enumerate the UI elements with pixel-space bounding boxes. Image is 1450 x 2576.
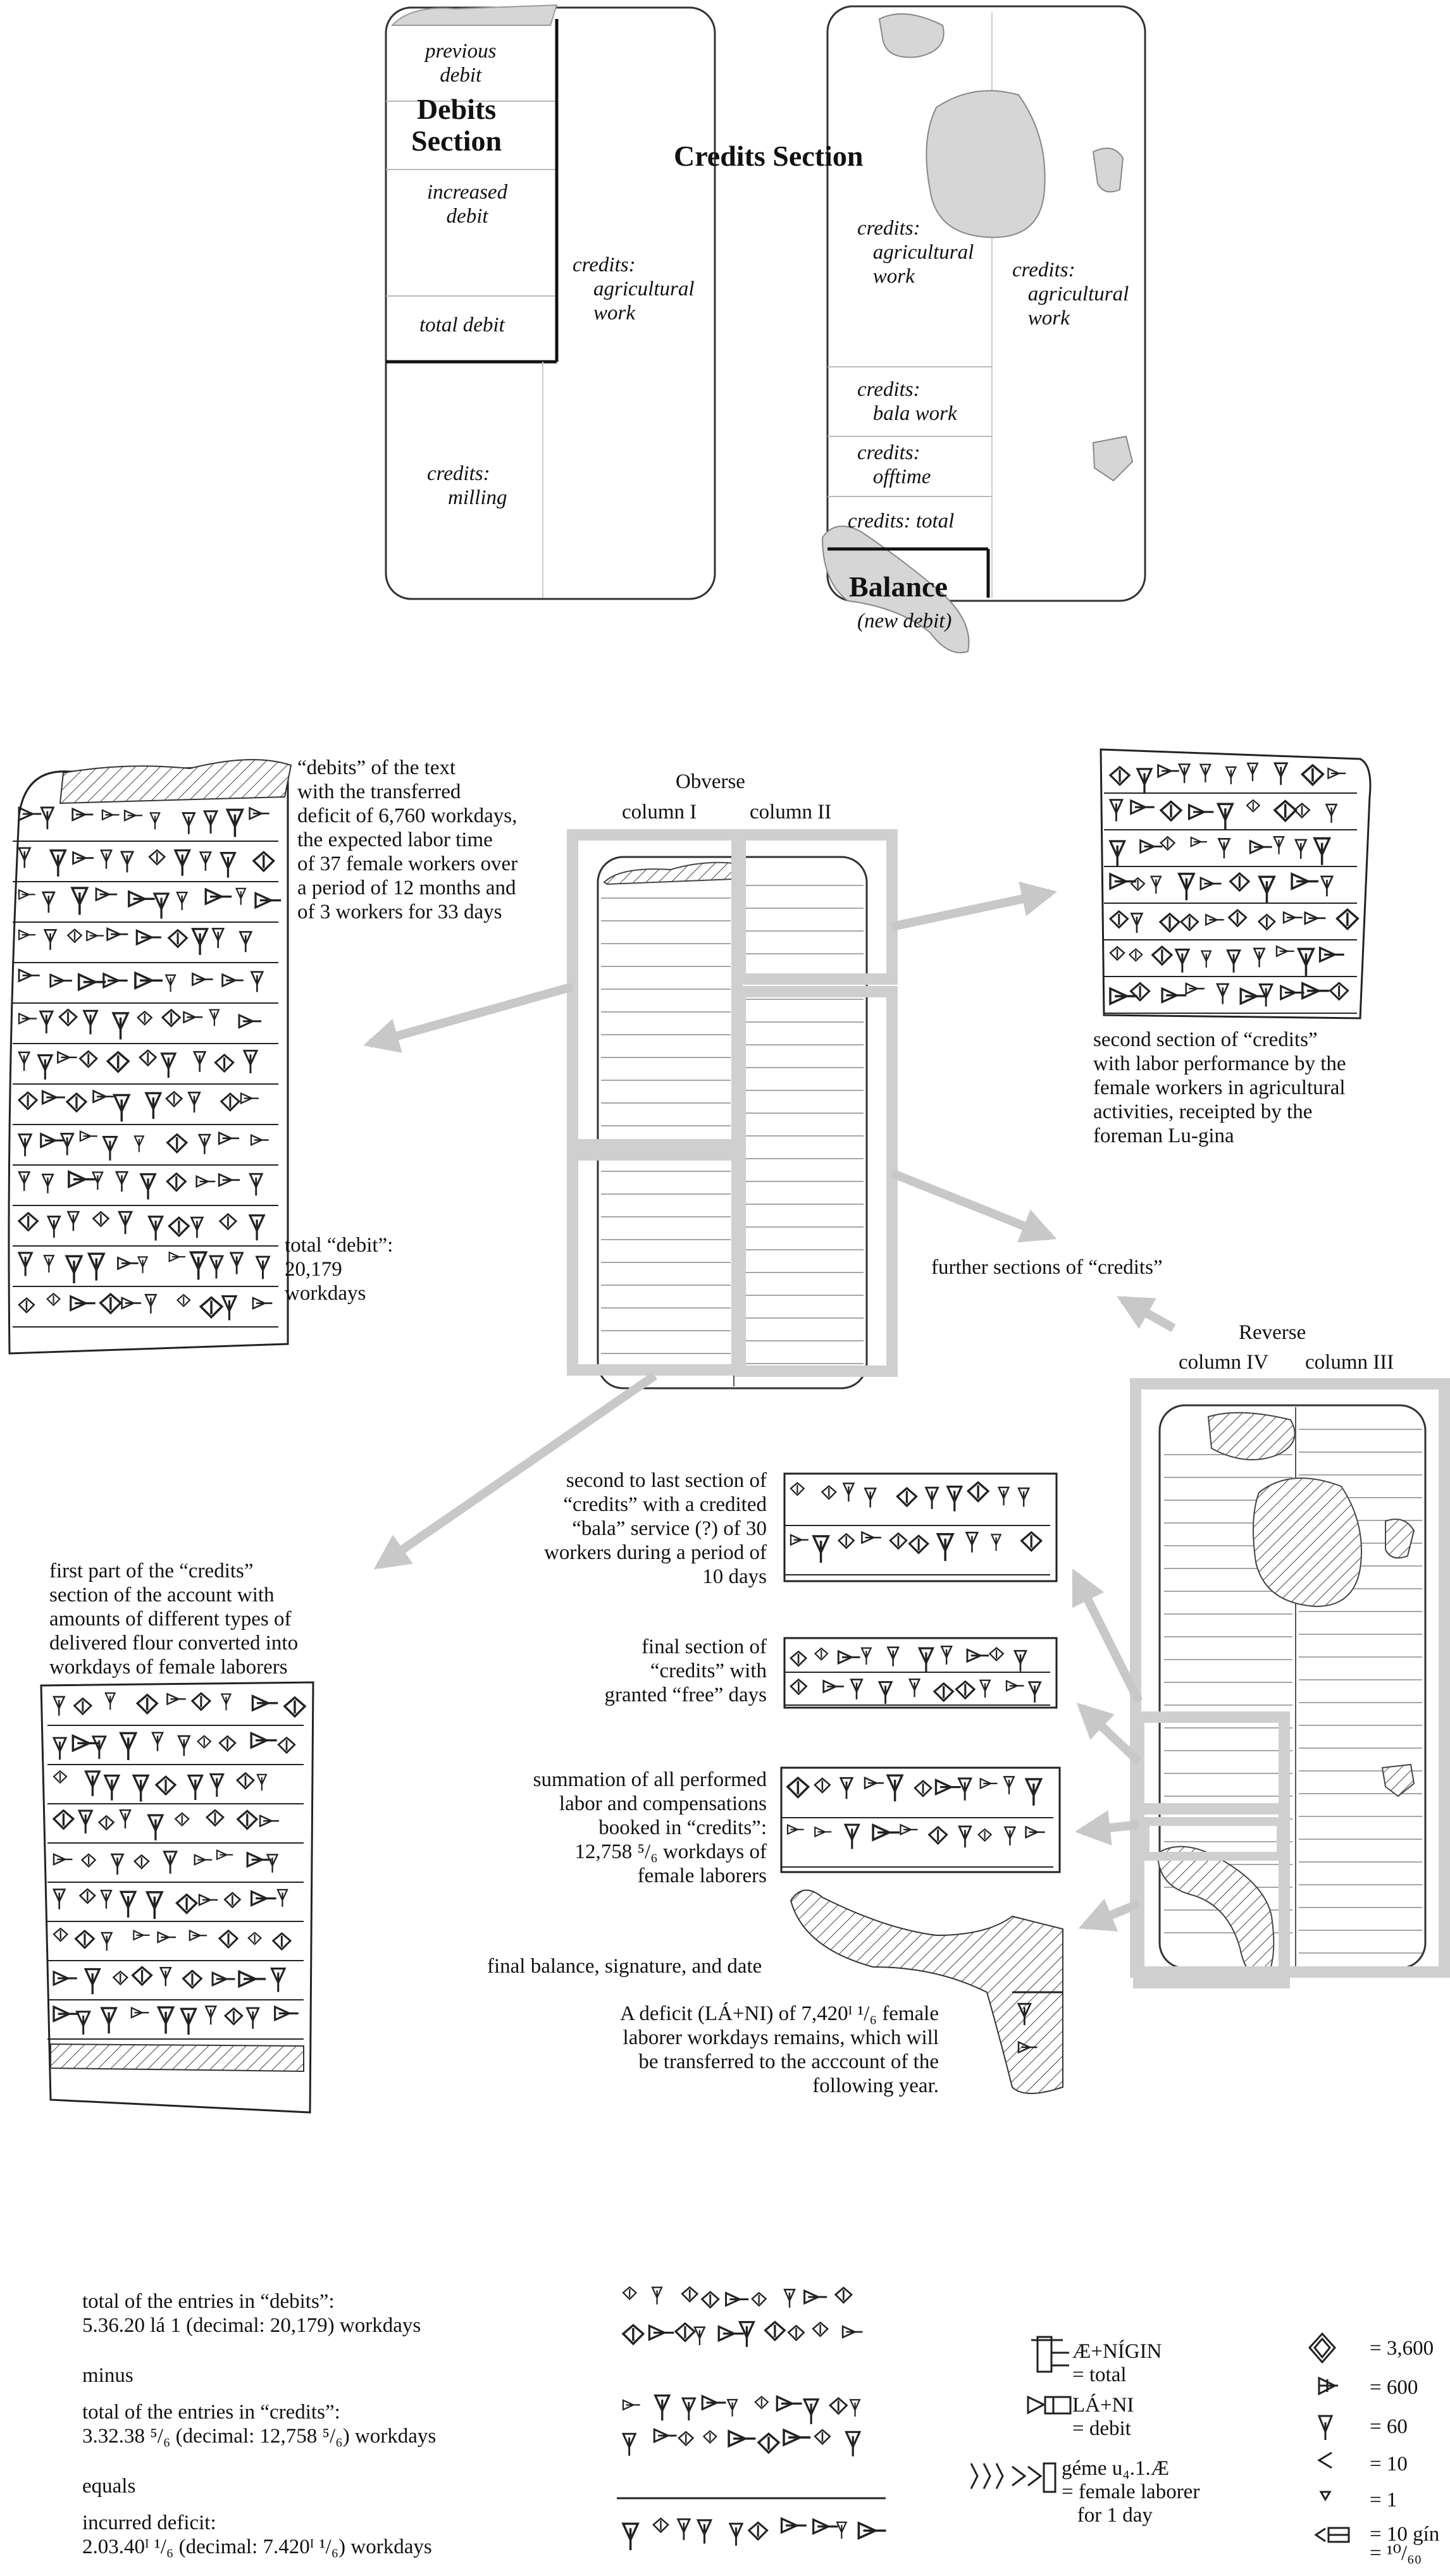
cuneiform-debits	[8, 759, 292, 1355]
female-laborer-sign-icon	[970, 2462, 1057, 2493]
numeral-3600: = 3,600	[1370, 2337, 1434, 2360]
reverse-col3: column III	[1305, 1351, 1394, 1374]
note-final: final balance, signature, and date	[487, 1955, 762, 1978]
numeral-600: = 600	[1370, 2376, 1418, 2399]
reverse-title: Reverse	[1239, 1321, 1306, 1344]
calc-deficit: incurred deficit: 2.03.40ᴵ ¹/₆ (decimal:…	[82, 2511, 432, 2558]
label-credits-offtime: credits: offtime	[857, 441, 931, 488]
obverse-tablet	[567, 829, 898, 1390]
reverse-col4: column IV	[1179, 1351, 1269, 1374]
schema-credit-tablet	[821, 5, 1146, 653]
label-total-debit: total debit	[419, 314, 505, 336]
numeral-1: = 1	[1370, 2489, 1397, 2511]
cuneiform-free-strip	[783, 1637, 1058, 1709]
numeral-10-icon	[1317, 2451, 1332, 2469]
total-sign-icon	[1031, 2336, 1069, 2373]
note-bala: second to last section of “credits” with…	[544, 1469, 767, 1588]
cuneiform-second-credits	[1100, 748, 1372, 1020]
numeral-10: = 10	[1370, 2453, 1408, 2475]
note-further-credits: further sections of “credits”	[931, 1256, 1163, 1279]
numeral-60-icon	[1317, 2415, 1334, 2440]
numeral-600-icon	[1318, 2376, 1338, 2396]
calc-signs	[617, 2286, 888, 2551]
obverse-col2: column II	[750, 801, 832, 823]
schema-debit-tablet	[385, 4, 716, 600]
label-credits-bala: credits: bala work	[857, 378, 957, 425]
label-increased-debit: increased debit	[427, 181, 508, 228]
label-new-debit: (new debit)	[857, 610, 952, 632]
legend-icons	[970, 2332, 1350, 2543]
calc-credits-total: total of the entries in “credits”: 3.32.…	[82, 2401, 437, 2448]
numeral-60: = 60	[1370, 2415, 1408, 2438]
obverse-title: Obverse	[676, 770, 745, 793]
note-total-debit: total “debit”: 20,179 workdays	[285, 1234, 393, 1305]
debit-sign-icon	[1027, 2395, 1072, 2415]
note-deficit: A deficit (LÁ+NI) of 7,420ᴵ ¹/₆ female l…	[620, 2002, 939, 2097]
obverse-col1: column I	[622, 801, 697, 823]
label-credits-milling: credits: milling	[427, 462, 507, 509]
calc-debits-total: total of the entries in “debits”: 5.36.2…	[82, 2290, 421, 2337]
label-credits-section: Credits Section	[674, 140, 864, 172]
label-credits-total: credits: total	[848, 510, 955, 533]
cuneiform-balance-strip	[790, 1889, 1063, 2094]
label-credits-agri-left: credits: agricultural work	[857, 217, 974, 288]
label-previous-debit: previous debit	[425, 40, 497, 87]
legend-debit: LÁ+NI = debit	[1072, 2394, 1134, 2440]
label-balance: Balance	[849, 570, 948, 603]
note-second-credits: second section of “credits” with labor p…	[1093, 1028, 1346, 1147]
note-free: final section of “credits” with granted …	[604, 1636, 767, 1706]
legend-female-laborer: géme u₄.1.Æ = female laborer for 1 day	[1062, 2457, 1200, 2527]
cuneiform-first-credits	[40, 1681, 314, 2114]
numeral-10-gin: = 10 gín = ¹⁰/₆₀	[1370, 2523, 1440, 2565]
reverse-tablet	[1130, 1378, 1450, 1988]
cuneiform-sum-strip	[780, 1766, 1061, 1873]
note-debits: “debits” of the text with the transferre…	[297, 756, 518, 923]
note-sum: summation of all performed labor and com…	[533, 1768, 767, 1887]
label-debits-section: Debits Section	[411, 93, 502, 157]
legend-total: Æ+NÍGIN = total	[1072, 2340, 1162, 2386]
note-first-credits: first part of the “credits” section of t…	[49, 1560, 299, 1679]
cuneiform-bala-strip	[783, 1472, 1058, 1582]
numeral-10-gin-icon	[1314, 2527, 1350, 2543]
label-credits-agri-col2: credits: agricultural work	[573, 254, 695, 324]
label-credits-agri-right: credits: agricultural work	[1012, 259, 1129, 330]
numeral-3600-icon	[1308, 2332, 1337, 2364]
calc-equals: equals	[82, 2475, 136, 2498]
calc-minus: minus	[82, 2364, 133, 2387]
numeral-1-icon	[1319, 2491, 1332, 2501]
arrows	[363, 881, 1176, 1932]
